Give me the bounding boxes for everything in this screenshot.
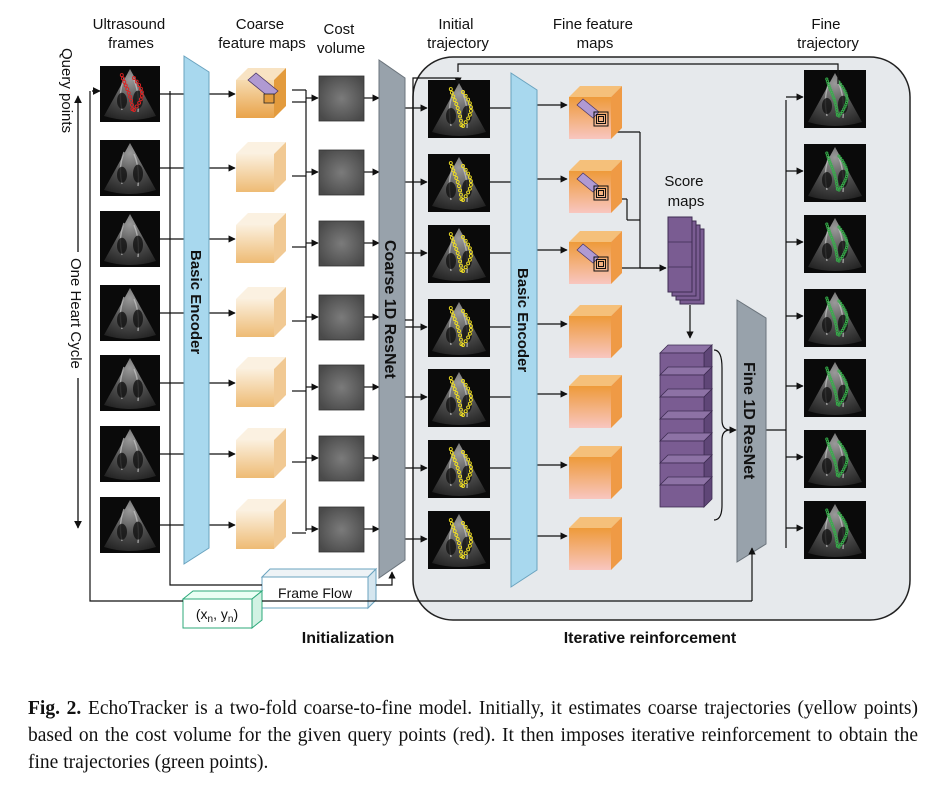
one-heart-cycle-label: One Heart Cycle xyxy=(67,258,84,369)
fine-trajectory-frame xyxy=(804,70,866,128)
cost-volume xyxy=(318,75,365,122)
cost-volume xyxy=(318,506,365,553)
figure-label: Fig. 2. xyxy=(28,698,82,719)
ultrasound-frame xyxy=(100,355,160,411)
fine-feature-map xyxy=(569,305,622,358)
ultrasound-frame xyxy=(100,497,160,553)
coarse-feature-map xyxy=(236,213,286,263)
ultrasound-frames xyxy=(100,66,160,553)
fine-trajectory-frame xyxy=(804,501,866,559)
ultrasound-frame xyxy=(100,66,160,122)
caption-text: EchoTracker is a two-fold coarse-to-fine… xyxy=(28,698,918,773)
bottom-routing xyxy=(89,63,839,602)
score-maps-label: Score maps xyxy=(664,173,707,210)
fine-trajectory-frame xyxy=(804,144,866,202)
initial-trajectory-frame xyxy=(428,154,490,212)
fine-trajectory-frames xyxy=(804,70,866,559)
coarse-feature-map xyxy=(236,68,286,118)
cost-volume xyxy=(318,294,365,341)
initial-trajectory-frame xyxy=(428,440,490,498)
initial-trajectory-frame xyxy=(428,369,490,427)
initial-trajectory-frame xyxy=(428,80,490,138)
ultrasound-frame xyxy=(100,211,160,267)
ultrasound-frame xyxy=(100,140,160,196)
initial-trajectory-frame xyxy=(428,225,490,283)
ultrasound-frame xyxy=(100,426,160,482)
query-feature-slice xyxy=(247,72,279,99)
cost-volume xyxy=(318,220,365,267)
cost-volume-label: Cost volume xyxy=(317,21,365,57)
cost-volume xyxy=(318,435,365,482)
fine-trajectory-frame xyxy=(804,215,866,273)
fine-trajectory-frame xyxy=(804,289,866,347)
score-map-slice xyxy=(659,484,705,508)
basic-encoder-block-1 xyxy=(183,55,210,565)
coarse-feature-map xyxy=(236,357,286,407)
echotracker-diagram: Ultrasound frames Coarse feature maps Co… xyxy=(58,16,911,647)
ultrasound-frames-label: Ultrasound frames xyxy=(93,16,170,52)
coarse-feature-map xyxy=(236,287,286,337)
coarse-feature-maps xyxy=(236,68,286,549)
initial-trajectory-label: Initial trajectory xyxy=(427,16,489,52)
frame-flow-box: Frame Flow xyxy=(260,567,378,610)
initialization-label: Initialization xyxy=(302,630,394,647)
coarse-feature-map xyxy=(236,499,286,549)
fine-trajectory-frame xyxy=(804,359,866,417)
fine-trajectory-label: Fine trajectory xyxy=(797,16,859,52)
cost-volume xyxy=(318,149,365,196)
cost-volume xyxy=(318,364,365,411)
fine-resnet-block xyxy=(736,299,767,563)
query-coordinates-box: (xn, yn) xyxy=(181,589,264,630)
fine-feature-maps xyxy=(569,86,622,570)
coarse-feature-map xyxy=(236,428,286,478)
fine-resnet-label: Fine 1D ResNet xyxy=(740,362,757,480)
fine-feature-map xyxy=(569,160,622,213)
coarse-resnet-label: Coarse 1D ResNet xyxy=(381,240,398,379)
cost-volumes xyxy=(318,75,365,553)
coarse-feature-maps-label: Coarse feature maps xyxy=(218,16,306,52)
initial-trajectory-frames xyxy=(428,80,490,569)
query-points-label: Query points xyxy=(58,48,75,133)
score-maps-expanded xyxy=(659,344,713,508)
initial-trajectory-frame xyxy=(428,299,490,357)
frame-flow-label: Frame Flow xyxy=(278,585,353,601)
coordinates-label: (xn, yn) xyxy=(196,606,238,625)
figure-caption: Fig. 2. EchoTracker is a two-fold coarse… xyxy=(28,695,918,776)
fine-feature-map xyxy=(569,375,622,428)
coarse-resnet-block xyxy=(378,59,406,579)
coarse-feature-map xyxy=(236,142,286,192)
fine-feature-map xyxy=(569,517,622,570)
fine-feature-map xyxy=(569,446,622,499)
iterative-reinforcement-label: Iterative reinforcement xyxy=(564,630,737,647)
basic-encoder-label-1: Basic Encoder xyxy=(187,250,204,354)
basic-encoder-label-2: Basic Encoder xyxy=(514,268,531,372)
fine-trajectory-frame xyxy=(804,430,866,488)
basic-encoder-block-2 xyxy=(510,72,538,588)
fine-feature-maps-label: Fine feature maps xyxy=(553,16,637,52)
ultrasound-frame xyxy=(100,285,160,341)
score-maps-stack xyxy=(667,216,705,305)
initial-trajectory-frame xyxy=(428,511,490,569)
